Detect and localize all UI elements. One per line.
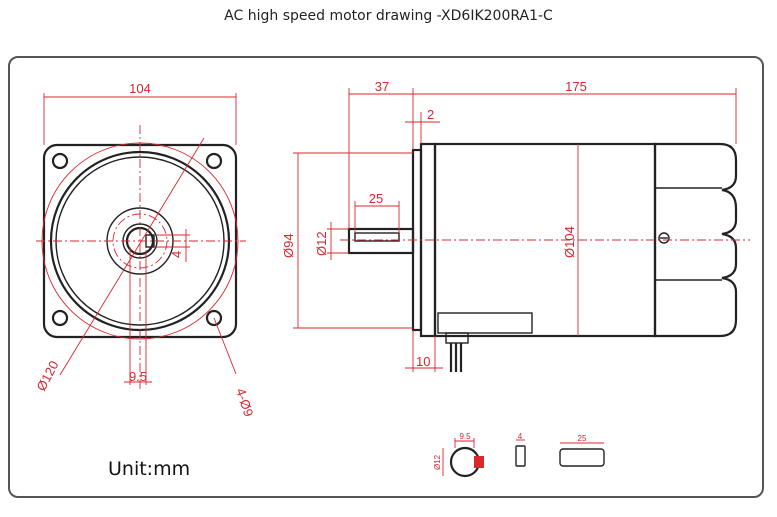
- key-side-detail: 25: [559, 434, 605, 467]
- unit-label: Unit:mm: [108, 458, 191, 480]
- shaft-protrusion-dim: 37: [375, 79, 389, 94]
- shaft-diameter-dim: Ø12: [314, 231, 329, 256]
- drawing-title: AC high speed motor drawing -XD6IK200RA1…: [224, 8, 553, 24]
- screw-icon: [658, 232, 670, 244]
- key-side-icon: [559, 448, 605, 467]
- mounting-holes-dim: 4-Ø9: [233, 386, 256, 418]
- flange-gap-dim: 2: [427, 107, 434, 122]
- mounting-hole-icons: [51, 152, 223, 327]
- body-diameter-dim: Ø104: [562, 226, 577, 258]
- fan-cover: [653, 142, 738, 338]
- pilot-diameter-dim: Ø94: [281, 233, 296, 258]
- motor-length-dim: 175: [565, 79, 587, 94]
- key-end-detail: 4: [515, 432, 526, 467]
- mounting-hole-icon: [205, 152, 223, 170]
- key-length-dim: 25: [369, 191, 383, 206]
- key-offset-dim: 9.5: [129, 369, 147, 384]
- detail-key-length: 25: [578, 434, 587, 443]
- detail-key-height: 4: [518, 432, 523, 441]
- shaft-section-detail: 9.5 Ø12: [433, 432, 484, 478]
- detail-shaft-diameter: Ø12: [433, 454, 442, 470]
- drawing-frame: [8, 56, 764, 498]
- flange-thickness-dim: 10: [416, 354, 430, 369]
- shaft: [347, 227, 415, 255]
- pilot-circle-dim: Ø120: [33, 358, 61, 393]
- key-height-dim: 4: [169, 251, 184, 258]
- mounting-hole-icon: [51, 152, 69, 170]
- flange-width-dim: 104: [129, 81, 151, 96]
- shaft-keyway: [354, 232, 400, 242]
- mounting-hole-icon: [205, 309, 223, 327]
- key-end-icon: [515, 445, 526, 467]
- terminal-box: [437, 312, 533, 334]
- mounting-hole-icon: [51, 309, 69, 327]
- side-view: 37 175 2 25 Ø94 Ø12 Ø104 10: [281, 79, 750, 372]
- detail-key-offset: 9.5: [459, 432, 471, 441]
- front-view: 104 4 9.5 Ø120 4-Ø9: [33, 81, 256, 418]
